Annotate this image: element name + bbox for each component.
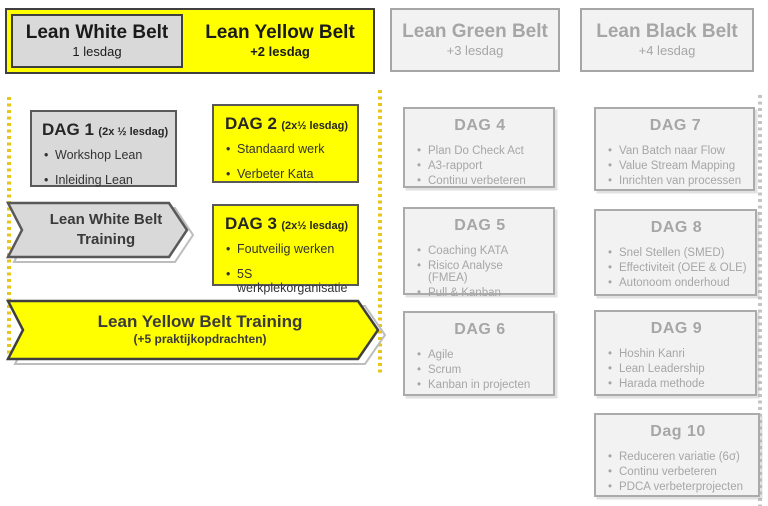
day-topic-item: Agile: [415, 349, 545, 361]
day-card-dag2: DAG 2 (2x½ lesdag) Standaard werkVerbete…: [212, 104, 359, 183]
yellow-belt-training-label: Lean Yellow Belt Training (+5 praktijkop…: [30, 301, 370, 359]
day-title: DAG 2: [224, 114, 277, 133]
day-topic-item: Hoshin Kanri: [606, 348, 747, 360]
day-title: DAG 7: [649, 117, 702, 134]
day-topic-item: Inrichten van processen: [606, 175, 745, 187]
day-topic-item: Reduceren variatie (6σ): [606, 451, 750, 463]
day-card-dag7: DAG 7 Van Batch naar FlowValue Stream Ma…: [594, 107, 755, 191]
day-title: DAG 8: [650, 219, 703, 236]
day-card-dag10: Dag 10 Reduceren variatie (6σ) Continu ve…: [594, 413, 760, 497]
day-topic-list: Standaard werkVerbeter Kata: [224, 142, 349, 181]
day-topic-list: Workshop LeanInleiding Lean: [42, 148, 167, 187]
day-topic-item: Standaard werk: [224, 142, 349, 156]
day-card-dag4: DAG 4 Plan Do Check ActA3-rapportContinu…: [403, 107, 555, 188]
white-yellow-belt-header: Lean White Belt 1 lesdag Lean Yellow Bel…: [5, 8, 375, 74]
day-title: DAG 9: [650, 320, 703, 337]
day-topic-list: Hoshin KanriLean LeadershipHarada method…: [606, 348, 747, 390]
day-card-dag7-title-row: DAG 7: [606, 117, 745, 135]
day-topic-list: Coaching KATA Risico Analyse (FMEA) Pull &…: [415, 245, 545, 299]
label-title: Lean Yellow Belt Training: [97, 312, 303, 331]
white-belt-training-arrow: Lean White Belt Training: [5, 201, 206, 265]
label-line2: Training: [76, 231, 136, 248]
day-card-dag3-title-row: DAG 3 (2x½ lesdag): [224, 214, 349, 234]
day-card-dag2-title-row: DAG 2 (2x½ lesdag): [224, 114, 349, 134]
day-topic-list: Snel Stellen (SMED) Effectiviteit (OEE & …: [606, 247, 747, 289]
day-title: DAG 6: [454, 321, 506, 338]
day-card-dag8-title-row: DAG 8: [606, 219, 747, 237]
day-card-dag9-title-row: DAG 9: [606, 320, 747, 338]
black-belt-title: Lean Black Belt: [596, 21, 738, 43]
label-subtitle: (+5 praktijkopdrachten): [133, 332, 267, 347]
day-card-dag6: DAG 6 AgileScrumKanban in projecten: [403, 311, 555, 396]
dotted-line-right: [758, 95, 762, 506]
day-topic-list: Plan Do Check ActA3-rapportContinu verbe…: [415, 145, 545, 187]
day-topic-list: Foutveilig werken 5S werkplekorganisatie: [224, 242, 349, 295]
day-topic-item: Verbeter Kata: [224, 167, 349, 181]
white-belt-training-label: Lean White Belt Training: [28, 203, 184, 257]
day-card-dag1: DAG 1 (2x ½ lesdag) Workshop LeanInleidi…: [30, 110, 177, 187]
green-belt-title: Lean Green Belt: [402, 21, 548, 43]
day-topic-item: Inleiding Lean: [42, 173, 167, 187]
day-title: Dag 10: [650, 423, 706, 440]
day-topic-item: Continu verbeteren: [606, 466, 750, 478]
day-topic-item: Pull & Kanban: [415, 287, 545, 299]
day-topic-item: PDCA verbeterprojecten: [606, 481, 750, 493]
day-title-suffix: (2x ½ lesdag): [98, 126, 169, 138]
yellow-belt-title: Lean Yellow Belt: [205, 22, 355, 44]
day-title: DAG 3: [224, 214, 277, 233]
day-title: DAG 1: [42, 120, 94, 139]
white-belt-header: Lean White Belt 1 lesdag: [11, 14, 183, 68]
label-line1: Lean White Belt: [49, 210, 163, 228]
day-topic-item: Value Stream Mapping: [606, 160, 745, 172]
black-belt-subtitle: +4 lesdag: [638, 43, 696, 59]
yellow-belt-header: Lean Yellow Belt +2 lesdag: [187, 10, 373, 72]
green-belt-subtitle: +3 lesdag: [446, 43, 504, 59]
day-topic-list: Van Batch naar FlowValue Stream MappingI…: [606, 145, 745, 187]
day-topic-item: Foutveilig werken: [224, 242, 349, 256]
day-title-suffix: (2x½ lesdag): [281, 120, 349, 132]
day-topic-item: Scrum: [415, 364, 545, 376]
day-card-dag5-title-row: DAG 5: [415, 217, 545, 235]
day-card-dag6-title-row: DAG 6: [415, 321, 545, 339]
day-topic-item: Van Batch naar Flow: [606, 145, 745, 157]
day-topic-item: Harada methode: [606, 378, 747, 390]
day-card-dag8: DAG 8 Snel Stellen (SMED) Effectiviteit (…: [594, 209, 757, 296]
day-topic-item: Risico Analyse (FMEA): [415, 260, 545, 284]
day-topic-list: AgileScrumKanban in projecten: [415, 349, 545, 391]
day-topic-item: Lean Leadership: [606, 363, 747, 375]
day-topic-item: Workshop Lean: [42, 148, 167, 162]
day-topic-item: Snel Stellen (SMED): [606, 247, 747, 259]
day-topic-item: Kanban in projecten: [415, 379, 545, 391]
day-card-dag4-title-row: DAG 4: [415, 117, 545, 135]
day-title: DAG 4: [454, 117, 506, 134]
green-belt-header: Lean Green Belt +3 lesdag: [390, 8, 560, 72]
day-card-dag5: DAG 5 Coaching KATA Risico Analyse (FMEA)…: [403, 207, 555, 299]
dotted-line-middle: [378, 90, 382, 376]
day-topic-list: Reduceren variatie (6σ) Continu verbetere…: [606, 451, 750, 493]
day-topic-item: A3-rapport: [415, 160, 545, 172]
white-belt-subtitle: 1 lesdag: [72, 44, 122, 60]
day-title-suffix: (2x½ lesdag): [281, 220, 349, 232]
day-card-dag1-title-row: DAG 1 (2x ½ lesdag): [42, 120, 169, 140]
yellow-belt-training-arrow: Lean Yellow Belt Training (+5 praktijkop…: [5, 299, 392, 369]
day-topic-item: Coaching KATA: [415, 245, 545, 257]
day-topic-item: Plan Do Check Act: [415, 145, 545, 157]
day-topic-item: Autonoom onderhoud: [606, 277, 747, 289]
dotted-line-left: [7, 97, 11, 362]
black-belt-header: Lean Black Belt +4 lesdag: [580, 8, 754, 72]
day-card-dag9: DAG 9 Hoshin KanriLean LeadershipHarada …: [594, 310, 757, 396]
day-card-dag3: DAG 3 (2x½ lesdag) Foutveilig werken 5S w…: [212, 204, 359, 295]
day-card-dag10-title-row: Dag 10: [606, 423, 750, 441]
banner-arrow-shape: [5, 299, 387, 365]
day-topic-item: Continu verbeteren: [415, 175, 545, 187]
banner-arrow-shape: [5, 201, 195, 263]
day-topic-item: 5S werkplekorganisatie: [224, 267, 349, 295]
day-topic-item: Effectiviteit (OEE & OLE): [606, 262, 747, 274]
day-title: DAG 5: [454, 217, 506, 234]
yellow-belt-subtitle: +2 lesdag: [250, 44, 310, 60]
white-belt-title: Lean White Belt: [25, 22, 169, 44]
